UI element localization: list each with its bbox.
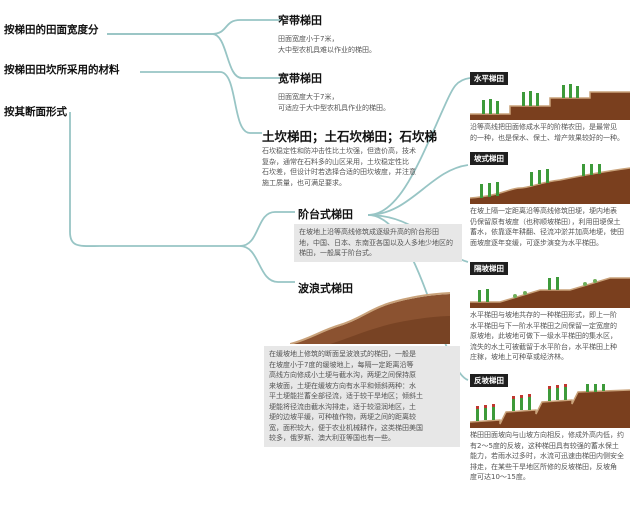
wave-terrace-illustration bbox=[290, 292, 450, 344]
desc-line: 石坎稳定性和防冲击性比土坎强，但造价高，技术 bbox=[262, 147, 416, 155]
desc-line: 流失的水土可被截留于水平阶台，水平梯田上种 bbox=[470, 342, 617, 351]
desc-line: 田面宽度小于7米， bbox=[278, 35, 339, 43]
node-narrow-desc: 田面宽度小于7米， 大中型农机具难以作业的梯田。 bbox=[278, 34, 448, 55]
desc-line: 复杂，通常在石料多的山区采用，土坎稳定性比 bbox=[262, 157, 409, 166]
desc-line: 仍保留原有坡度（也称顺坡梯田），利用田埂保土 bbox=[470, 217, 621, 226]
desc-line: 石坎差，但设计时若选择合适的田坎坡度，并注意 bbox=[262, 168, 416, 176]
desc-line: 在缓坡地上修筑的断面呈波浪式的梯田，一般是 bbox=[269, 350, 416, 358]
node-platform-title: 阶台式梯田 bbox=[298, 208, 353, 221]
desc-line: 排走，在某些干旱地区所修的反坡梯田，反坡角 bbox=[470, 462, 617, 471]
node-narrow-title: 窄带梯田 bbox=[278, 14, 322, 27]
category-width: 按梯田的田面宽度分 bbox=[4, 24, 99, 36]
node-wave-desc: 在缓坡地上修筑的断面呈波浪式的梯田，一般是 在坡度小于7度的缓坡地上，每隔一定距… bbox=[264, 346, 460, 447]
category-section: 按其断面形式 bbox=[4, 106, 67, 118]
connector-section-wave bbox=[239, 245, 295, 283]
desc-line: 大中型农机具难以作业的梯田。 bbox=[278, 45, 376, 54]
interval-terrace-illustration bbox=[470, 277, 630, 308]
node-earth-desc: 石坎稳定性和防冲击性比土坎强，但造价高，技术 复杂，通常在石料多的山区采用，土坎… bbox=[262, 146, 452, 188]
connector-material-earth bbox=[140, 71, 262, 134]
connector-width-narrow bbox=[107, 19, 282, 35]
desc-line: 高线方向修成小土埂与截水沟，两埂之间保持原 bbox=[269, 371, 416, 379]
desc-line: 在坡度小于7度的缓坡地上，每隔一定距离沿等 bbox=[269, 360, 414, 369]
node-platform-desc: 在坡地上沿等高线修筑成逐级升高的阶台形田 地，中国、日本、东南亚各国以及人多地少… bbox=[294, 224, 462, 262]
category-material: 按梯田田坎所采用的材料 bbox=[4, 64, 120, 76]
desc-line: 度可达10～15度。 bbox=[470, 473, 530, 481]
type-slope-label: 坡式梯田 bbox=[470, 152, 508, 165]
desc-line: 田面宽度大于7米， bbox=[278, 93, 339, 101]
level-terrace-illustration bbox=[470, 84, 630, 120]
desc-line: 水平梯田与下一阶水平梯田之间保留一定宽度的 bbox=[470, 321, 617, 330]
node-wide-title: 宽带梯田 bbox=[278, 72, 322, 85]
desc-line: 梯田田面坡向与山坡方向相反，修成外高内低，约 bbox=[470, 431, 624, 439]
desc-line: 原坡地，此坡地可做下一级水平梯田的集水区， bbox=[470, 332, 617, 340]
type-interval-label: 隔坡梯田 bbox=[470, 262, 508, 275]
desc-line: 水平梯田与坡地共存的一种梯田形式，即上一阶 bbox=[470, 311, 617, 319]
desc-line: 施工质量，也可满足要求。 bbox=[262, 178, 346, 187]
desc-line: 在坡上隔一定距离沿等高线修筑田埂，埂内地表 bbox=[470, 207, 617, 215]
desc-line: 的一种，也是保水、保土、增产效果较好的一种。 bbox=[470, 133, 624, 142]
desc-line: 较多，俄罗斯、澳大利亚等国也有一些。 bbox=[269, 434, 395, 442]
node-wave-title: 波浪式梯田 bbox=[298, 282, 353, 295]
desc-line: 面坡度逐年变缓，可逐步演变为水平梯田。 bbox=[470, 238, 603, 247]
desc-line: 来坡面，土埂在缓坡方向有水平和倾斜两种：水 bbox=[269, 381, 416, 390]
desc-line: 地，中国、日本、东南亚各国以及人多地少地区的 bbox=[299, 238, 453, 247]
desc-line: 能力，若雨水过多时，水流可迅速由梯田内侧安全 bbox=[470, 452, 624, 460]
node-wide-desc: 田面宽度大于7米， 可适应于大中型农机具作业的梯田。 bbox=[278, 92, 448, 113]
desc-line: 梯田，一般属于阶台式。 bbox=[299, 249, 376, 257]
desc-line: 蓄水，依靠逐年耕翻、径流冲淤并加高地埂，使田 bbox=[470, 228, 624, 236]
type-slope-desc: 在坡上隔一定距离沿等高线修筑田埂，埂内地表 仍保留原有坡度（也称顺坡梯田），利用… bbox=[470, 206, 634, 248]
desc-line: 埂能将径流由截水沟排走，适于较湿润地区，土 bbox=[269, 402, 416, 411]
node-earth-title: 土坎梯田；土石坎梯田；石坎梯 bbox=[262, 129, 438, 144]
connector-platform-slope bbox=[367, 164, 469, 216]
desc-line: 在坡地上沿等高线修筑成逐级升高的阶台形田 bbox=[299, 228, 439, 236]
type-level-desc: 沿等高线把田面修成水平的阶梯农田，是最常见 的一种，也是保水、保土、增产效果较好… bbox=[470, 122, 634, 143]
connector-width-wide bbox=[107, 33, 282, 79]
desc-line: 沿等高线把田面修成水平的阶梯农田，是最常见 bbox=[470, 123, 617, 131]
desc-line: 平土埂能拦蓄全部径流，适于较干旱地区；倾斜土 bbox=[269, 392, 423, 400]
connector-platform-level bbox=[367, 77, 471, 216]
desc-line: 埂的边坡平缓，可种植作物，两埂之间的距离较 bbox=[269, 413, 416, 421]
slope-terrace-illustration bbox=[470, 164, 630, 204]
type-reverse-desc: 梯田田面坡向与山坡方向相反，修成外高内低，约 有2～5度的反坡，这种梯田具有较强… bbox=[470, 430, 634, 483]
desc-line: 可适应于大中型农机具作业的梯田。 bbox=[278, 103, 390, 112]
type-level-label: 水平梯田 bbox=[470, 72, 508, 85]
desc-line: 宽，面积较大，便于农业机械耕作，这类梯田美国 bbox=[269, 423, 423, 432]
desc-line: 有2～5度的反坡，这种梯田具有较强的蓄水保土 bbox=[470, 441, 619, 450]
type-reverse-label: 反坡梯田 bbox=[470, 374, 508, 387]
type-interval-desc: 水平梯田与坡地共存的一种梯田形式，即上一阶 水平梯田与下一阶水平梯田之间保留一定… bbox=[470, 310, 634, 363]
desc-line: 庄稼，坡地上可种草或经济林。 bbox=[470, 353, 568, 361]
reverse-terrace-illustration bbox=[470, 384, 630, 428]
